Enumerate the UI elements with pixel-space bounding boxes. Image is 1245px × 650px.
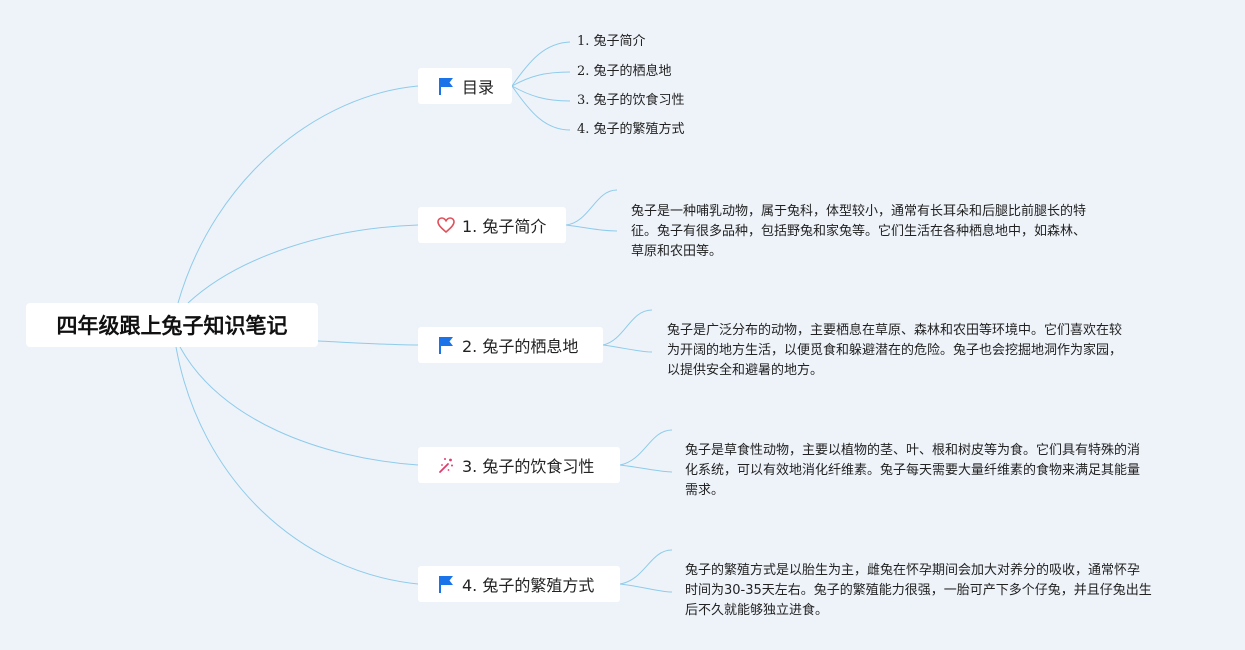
connector-intro-desc [565, 189, 618, 232]
branch-habitat-label: 2. 兔子的栖息地 [462, 337, 579, 356]
connector-root-habitat [317, 340, 419, 346]
toc-item-3[interactable]: 3. 兔子的饮食习性 [577, 93, 685, 108]
connector-root-breeding [175, 346, 419, 585]
branch-toc[interactable]: 目录 [418, 68, 512, 104]
branch-breeding-label: 4. 兔子的繁殖方式 [462, 576, 595, 595]
branch-diet-label: 3. 兔子的饮食习性 [462, 457, 595, 476]
diet-description: 兔子是草食性动物，主要以植物的茎、叶、根和树皮等为食。它们具有特殊的消 化系统，… [685, 443, 1141, 498]
toc-item-4[interactable]: 4. 兔子的繁殖方式 [577, 122, 685, 137]
connector-root-intro [187, 224, 419, 304]
intro-description: 兔子是一种哺乳动物，属于兔科，体型较小，通常有长耳朵和后腿比前腿长的特 征。兔子… [631, 204, 1087, 259]
branch-breeding[interactable]: 4. 兔子的繁殖方式 [418, 566, 620, 602]
connector-toc-item-2 [511, 71, 571, 87]
connector-breeding-desc [619, 549, 673, 593]
connector-toc-item-4 [511, 85, 571, 131]
sparkle-icon [436, 455, 456, 475]
breeding-description: 兔子的繁殖方式是以胎生为主，雌兔在怀孕期间会加大对养分的吸收，通常怀孕 时间为3… [685, 563, 1152, 618]
branch-intro-label: 1. 兔子简介 [462, 217, 547, 236]
flag-icon [436, 574, 456, 594]
branch-intro[interactable]: 1. 兔子简介 [418, 207, 566, 243]
habitat-description: 兔子是广泛分布的动物，主要栖息在草原、森林和农田等环境中。它们喜欢在较 为开阔的… [667, 323, 1123, 378]
connector-toc-item-1 [511, 41, 571, 87]
toc-item-2[interactable]: 2. 兔子的栖息地 [577, 64, 672, 79]
branch-diet[interactable]: 3. 兔子的饮食习性 [418, 447, 620, 483]
branch-habitat[interactable]: 2. 兔子的栖息地 [418, 327, 603, 363]
flag-icon [436, 335, 456, 355]
connector-diet-desc [619, 429, 673, 473]
toc-item-1[interactable]: 1. 兔子简介 [577, 34, 646, 49]
connector-toc-item-3 [511, 85, 571, 102]
root-topic[interactable]: 四年级跟上兔子知识笔记 [26, 303, 318, 347]
connector-root-diet [179, 346, 419, 466]
connector-root-toc [177, 85, 419, 304]
root-title: 四年级跟上兔子知识笔记 [56, 314, 288, 338]
branch-toc-label: 目录 [462, 78, 495, 97]
heart-icon [436, 215, 456, 235]
flag-icon [436, 76, 456, 96]
connector-habitat-desc [602, 309, 653, 353]
